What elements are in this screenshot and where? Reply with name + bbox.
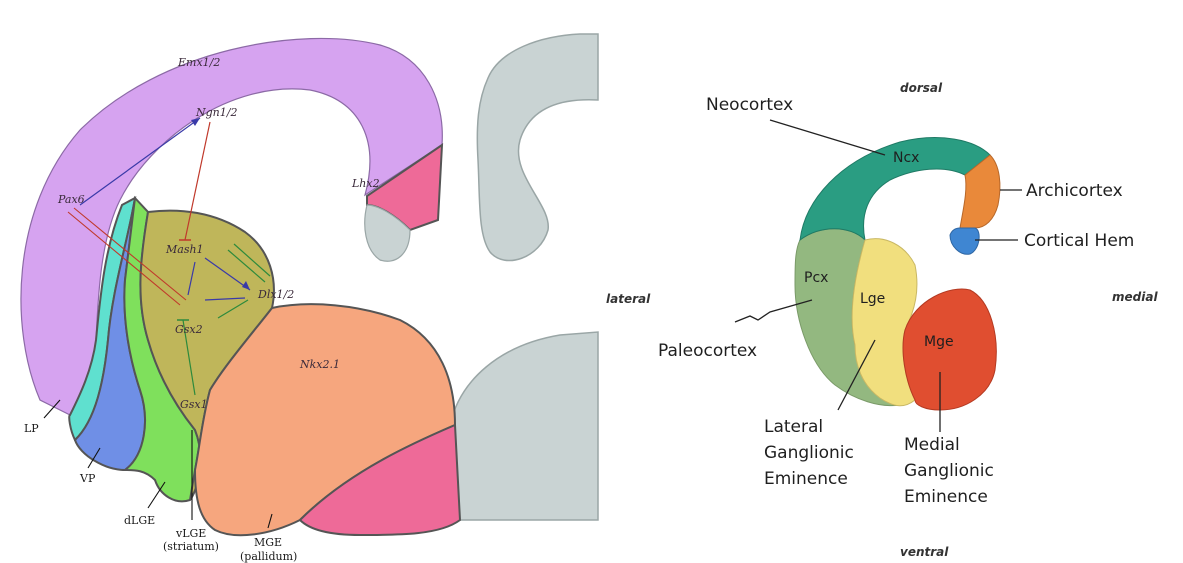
orientation-ventral: ventral [900, 545, 949, 559]
label-mge-line3: Eminence [904, 487, 988, 507]
region-label-dlge: dLGE [124, 514, 155, 527]
gene-label-emx: Emx1/2 [177, 56, 220, 69]
right-panel: dorsal ventral lateral medial Ncx Pcx Lg… [606, 81, 1158, 559]
gene-label-mash1: Mash1 [165, 243, 204, 256]
label-mge-line1: Medial [904, 435, 960, 455]
region-label-vp: VP [79, 472, 96, 485]
label-lge-line1: Lateral [764, 417, 823, 437]
region-label-vlge-sub: (striatum) [163, 540, 219, 553]
label-paleocortex: Paleocortex [658, 341, 757, 361]
label-lge-line3: Eminence [764, 469, 848, 489]
gene-label-nkx: Nkx2.1 [299, 358, 340, 371]
label-lge-line2: Ganglionic [764, 443, 854, 463]
region-label-mge-sub: (pallidum) [240, 550, 297, 563]
label-cortical-hem: Cortical Hem [1024, 231, 1134, 251]
abbr-ncx: Ncx [893, 150, 919, 166]
abbr-lge: Lge [860, 291, 885, 307]
region-label-vlge: vLGE [175, 527, 206, 540]
orientation-lateral: lateral [606, 292, 651, 306]
label-mge-line2: Ganglionic [904, 461, 994, 481]
region-label-mge: MGE [254, 536, 282, 549]
region-label-lp: LP [24, 422, 39, 435]
neocortex-leader [770, 120, 885, 155]
abbr-mge: Mge [924, 334, 954, 350]
gene-label-gsx1: Gsx1 [180, 398, 208, 411]
grey-tissue-upper [477, 34, 598, 261]
gene-label-dlx: Dlx1/2 [257, 288, 294, 301]
cortical-hem-region [950, 228, 979, 254]
gene-label-lhx2: Lhx2 [351, 177, 380, 190]
label-neocortex: Neocortex [706, 95, 793, 115]
label-archicortex: Archicortex [1026, 181, 1123, 201]
grey-tissue-lower [450, 332, 598, 520]
left-panel: Emx1/2 Ngn1/2 Pax6 Lhx2 Mash1 Dlx1/2 Gsx… [21, 34, 598, 563]
orientation-medial: medial [1112, 290, 1158, 304]
gene-label-ngn: Ngn1/2 [195, 106, 237, 119]
orientation-dorsal: dorsal [900, 81, 943, 95]
gene-label-gsx2: Gsx2 [175, 323, 203, 336]
abbr-pcx: Pcx [804, 270, 828, 286]
gene-label-pax6: Pax6 [57, 193, 85, 206]
